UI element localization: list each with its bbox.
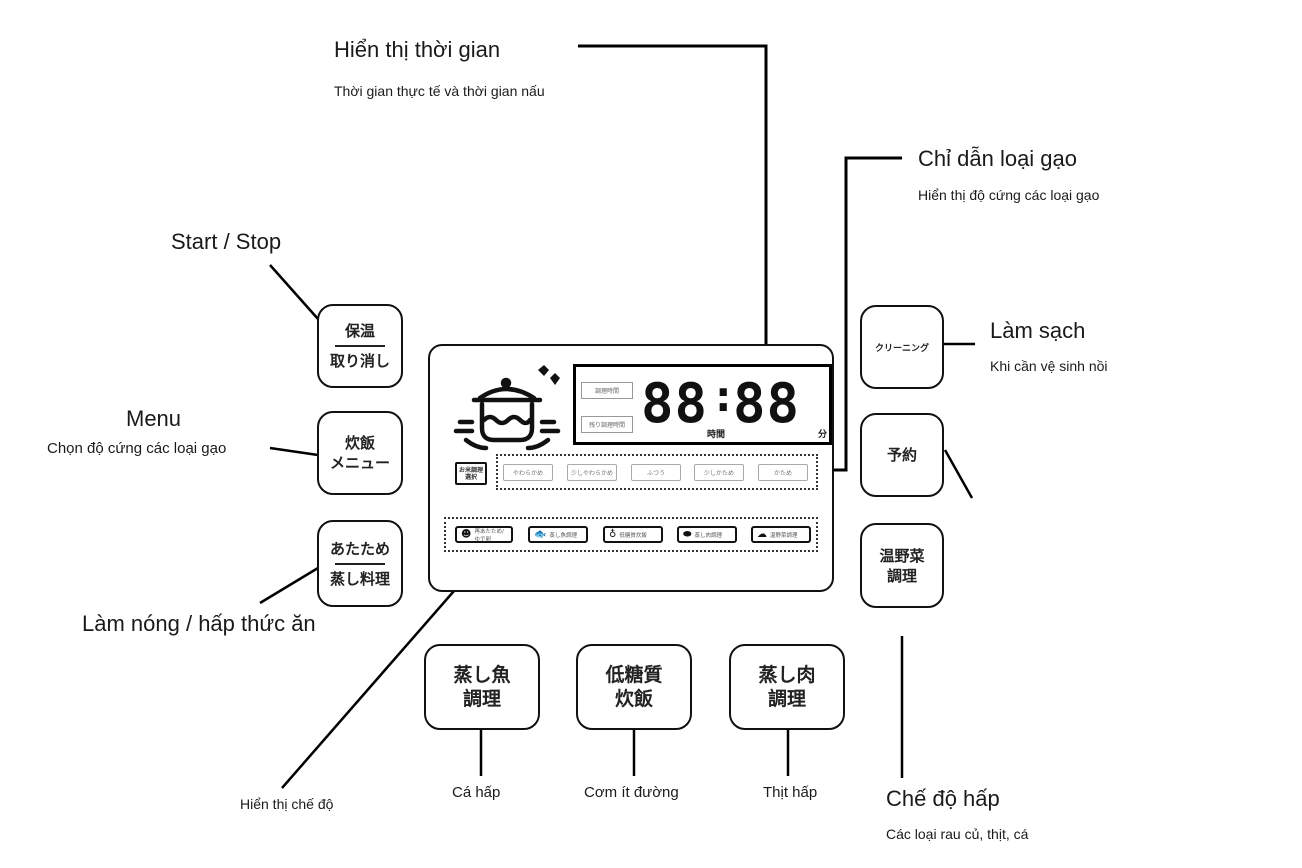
leader-time-display [578,44,768,366]
cook-menu-button[interactable]: 炊飯 メニュー [317,411,403,495]
reheat-steam-title: Làm nóng / hấp thức ăn [82,611,316,636]
menu-label: メニュー [329,454,390,472]
time-separator: : [710,371,738,422]
keep-warm-label: 保温 [344,322,375,340]
menu-subtitle: Chọn độ cứng các loại gạo [47,440,227,457]
mode-indicator: ⬬ 蒸し肉調理 [677,526,737,543]
steam-meat-button[interactable]: 蒸し肉 調理 [729,644,845,730]
fish-icon: 🐟 [534,528,547,540]
menu-title: Menu [126,406,182,431]
steam-drop-icon [550,373,560,385]
steam-vegetables-label: 温野菜 [879,546,925,565]
steam-fish-button[interactable]: 蒸し魚 調理 [424,644,540,730]
time-display [573,364,832,445]
cooking-label: 調理 [462,688,501,710]
mode-label: 再あたため/ゆで卵 [474,528,504,543]
minutes-digits: 88 [733,372,801,435]
button-divider [334,345,386,347]
reheat-steam-button[interactable]: あたため 蒸し料理 [317,520,403,607]
mode-label: 蒸し肉調理 [694,532,723,539]
steam-mode-title: Chế độ hấp [886,786,1000,811]
cleaning-button[interactable]: クリーニング [860,305,944,389]
cleaning-label: クリーニング [874,343,929,354]
rice-cook-label: 炊飯 [614,688,653,710]
hours-unit: 時間 [707,430,726,440]
low-sugar-label: 低糖質 [605,664,663,686]
pot-icon: ☻ [461,528,472,540]
timer-label: 予約 [886,446,917,464]
steam-fish-label: 蒸し魚 [453,664,511,686]
leader-reheat [259,566,319,605]
cooking-time-label: 調理時間 [581,382,633,399]
steam-vegetables-button[interactable]: 温野菜 調理 [860,523,944,608]
pot-icon [453,365,561,451]
mode-label: 温野菜調理 [770,532,798,539]
cooking-label: 調理 [767,688,806,710]
mode-indicator: ♁ 低糖質炊飯 [603,526,663,543]
rice-hardness-group [496,454,818,490]
low-sugar-title: Cơm ít đường [584,784,679,801]
leader-start-stop [269,264,319,320]
steam-drop-icon [538,365,549,376]
mode-indicator: 🐟 蒸し魚調理 [528,526,588,543]
steam-meat-label: 蒸し肉 [758,664,816,686]
bowl-icon: ♁ [609,528,617,540]
timer-button[interactable]: 予約 [860,413,944,497]
time-display-subtitle: Thời gian thực tế và thời gian nấu [334,83,545,99]
rice-guide-title: Chỉ dẫn loại gạo [918,146,1078,171]
leader-timer [943,449,974,499]
cancel-label: 取り消し [329,352,390,370]
start-stop-title: Start / Stop [171,229,282,254]
rice-selection-label: お米調理選択 [455,462,487,485]
vegetable-icon: ☁ [757,528,767,540]
rice-hardness-option[interactable]: かため [758,464,808,481]
rice-hardness-option[interactable]: 少しやわらかめ [567,464,617,481]
steam-cooking-label: 蒸し料理 [329,569,390,588]
hours-digits: 88 [641,372,709,435]
remaining-time-label: 残り調理時間 [581,416,633,433]
mode-indicator: ☁ 温野菜調理 [751,526,811,543]
mode-indicator: ☻ 再あたため/ゆで卵 [455,526,513,543]
rice-hardness-option[interactable]: ふつう [631,464,681,481]
mode-display-title: Hiển thị chế độ [240,796,334,812]
keep-warm-cancel-button[interactable]: 保温 取り消し [317,304,403,388]
cleaning-title: Làm sạch [990,318,1086,343]
mode-indicator-group [444,517,818,552]
cleaning-subtitle: Khi cần vệ sinh nồi [990,358,1108,374]
rice-guide-subtitle: Hiển thị độ cứng các loại gạo [918,187,1100,203]
rice-hardness-option[interactable]: やわらかめ [503,464,553,481]
mode-label: 低糖質炊飯 [619,532,647,539]
reheat-label: あたため [329,539,390,558]
cook-label: 炊飯 [344,434,375,452]
rice-hardness-option[interactable]: 少しかため [694,464,744,481]
low-sugar-rice-button[interactable]: 低糖質 炊飯 [576,644,692,730]
mode-label: 蒸し魚調理 [549,532,577,539]
steam-mode-subtitle: Các loại rau củ, thịt, cá [886,826,1029,842]
cooking-label: 調理 [886,566,917,585]
minutes-unit: 分 [818,430,828,440]
leader-menu [269,446,319,457]
steam-meat-title: Thịt hấp [763,784,818,801]
button-divider [334,562,386,565]
steam-fish-title: Cá hấp [452,784,501,801]
time-display-title: Hiển thị thời gian [334,37,501,62]
meat-icon: ⬬ [683,528,692,540]
